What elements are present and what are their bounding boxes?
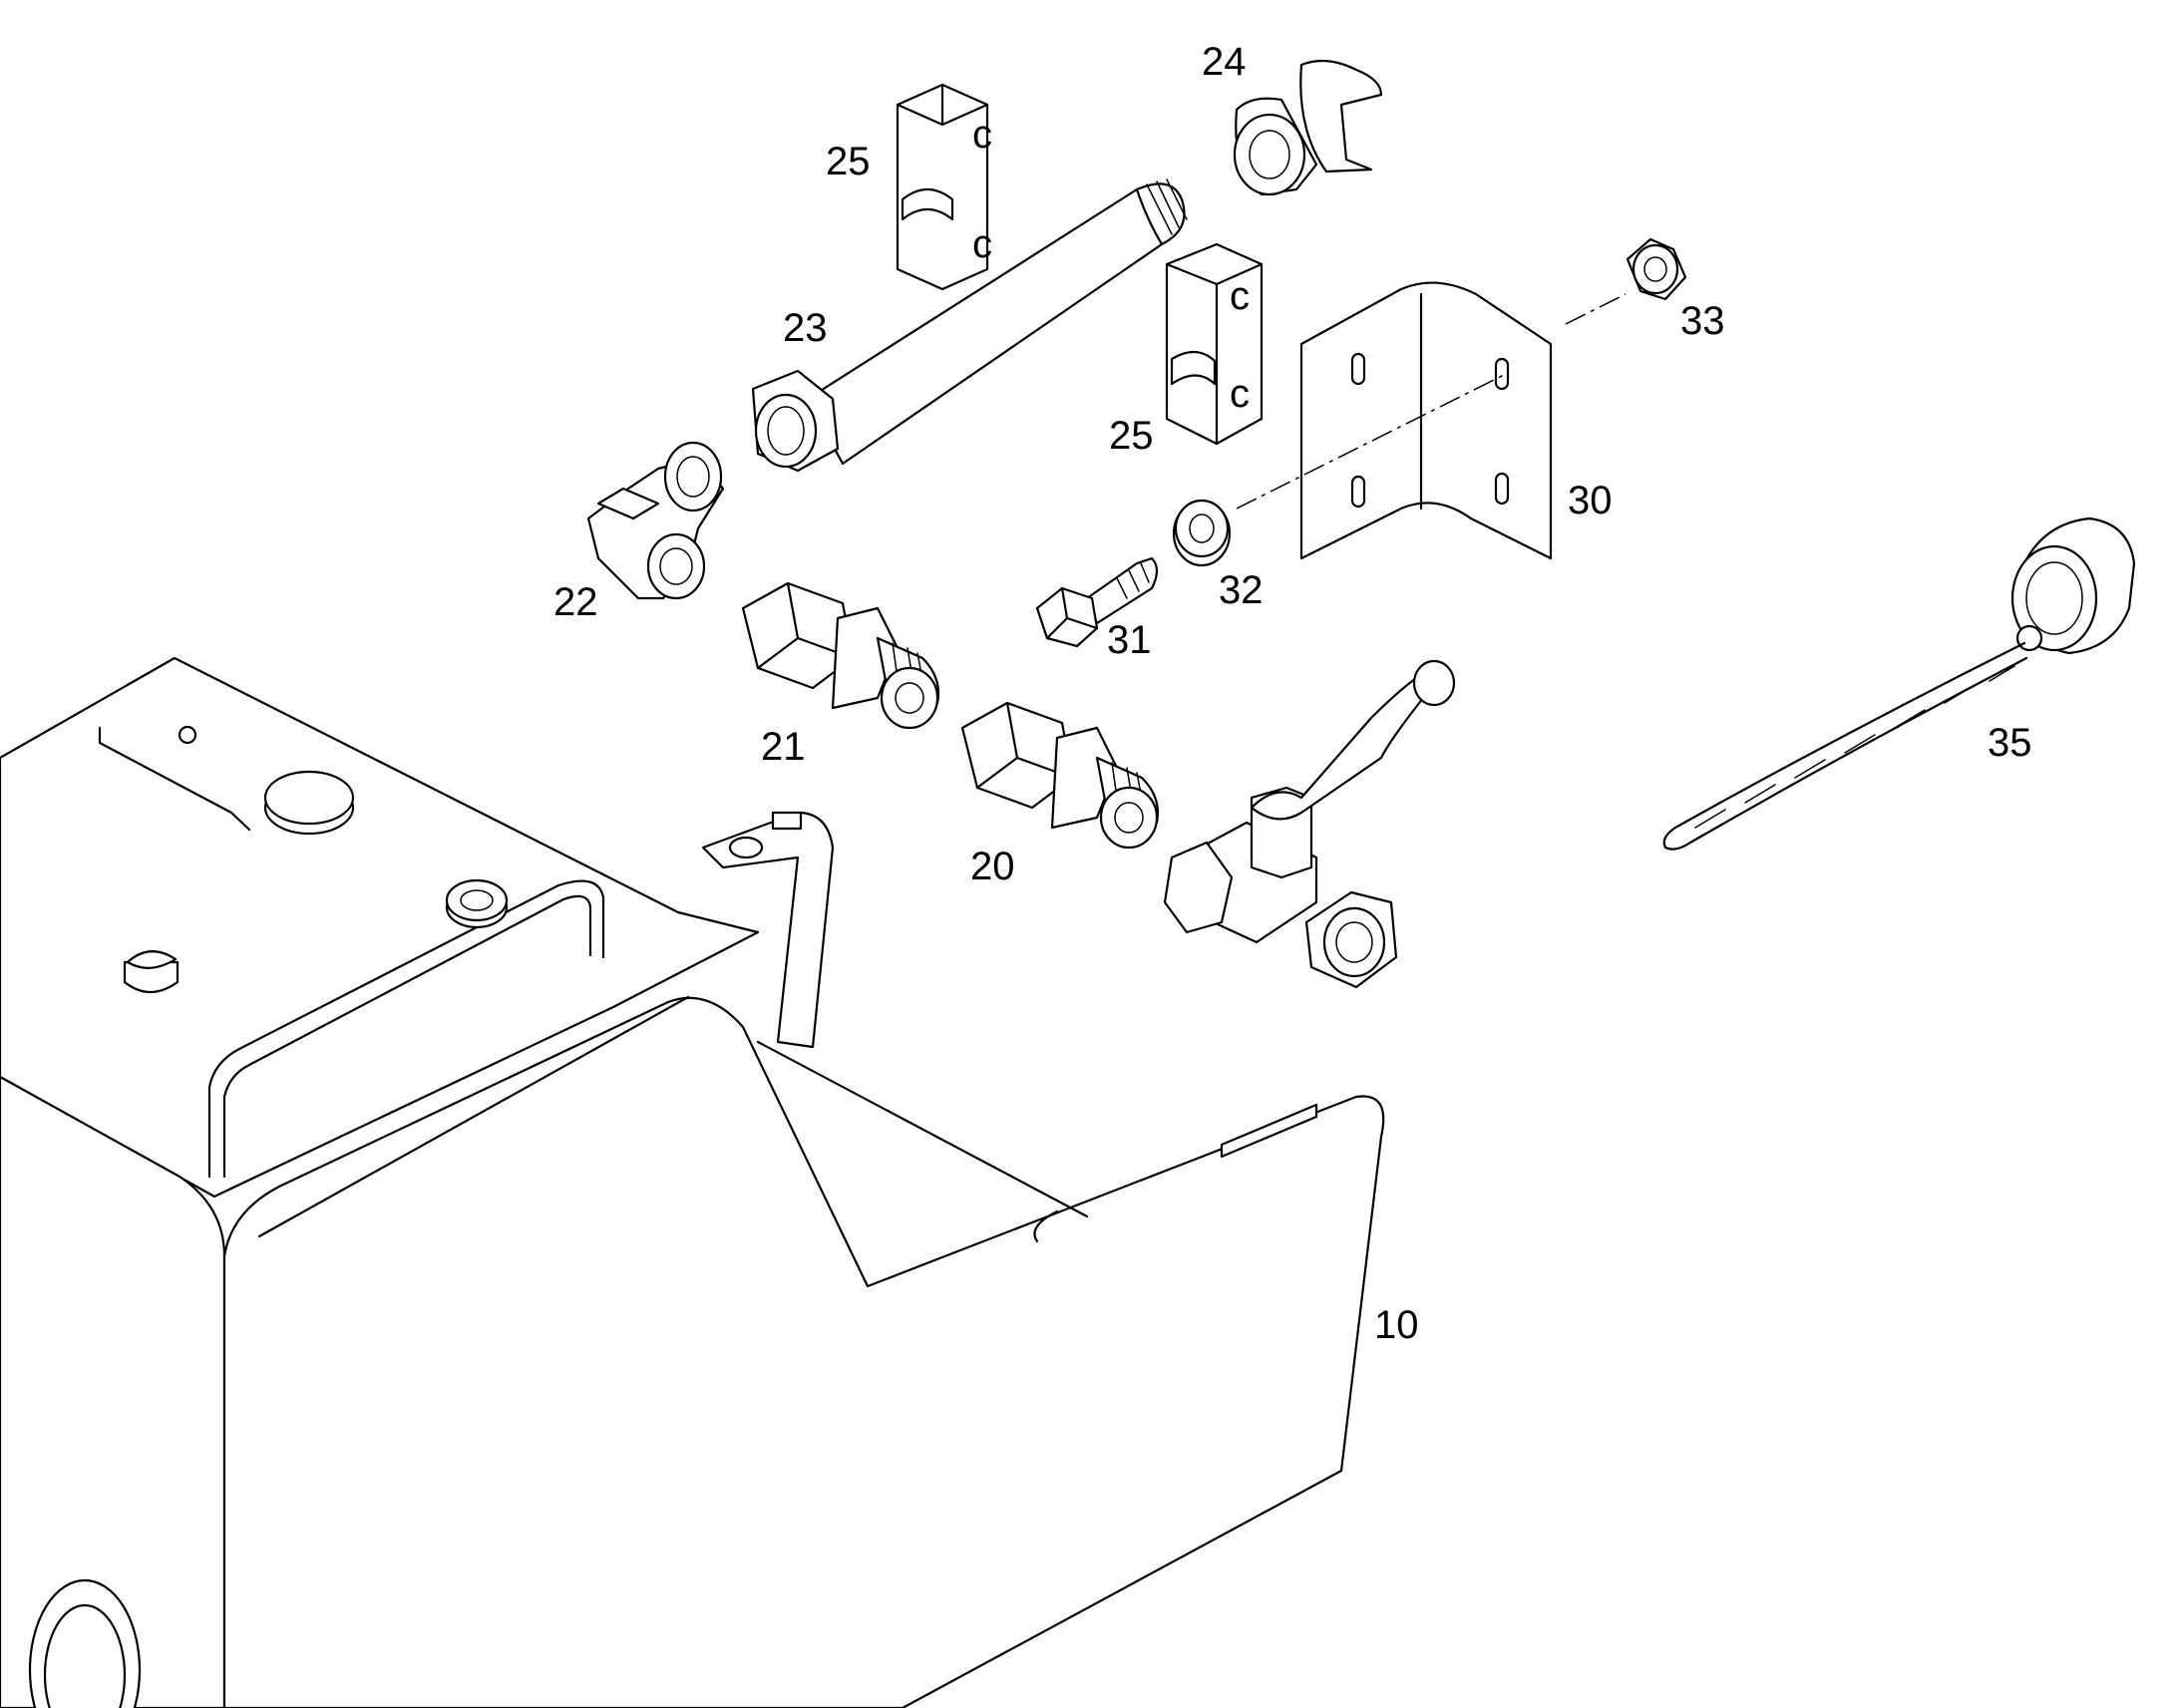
svg-text:c: c <box>972 222 992 266</box>
callout-labels: 24 25 23 33 25 30 22 32 31 21 35 20 10 <box>553 40 2032 1347</box>
callout-21: 21 <box>761 725 806 769</box>
callout-31: 31 <box>1107 618 1152 662</box>
centerline-33 <box>1565 293 1627 325</box>
callout-25-upper: 25 <box>826 140 871 183</box>
callout-32: 32 <box>1219 568 1264 612</box>
callout-30: 30 <box>1568 479 1613 522</box>
bolt-part-31 <box>1035 556 1159 648</box>
svg-text:c: c <box>1230 372 1250 416</box>
clamp-part-25-upper: c c <box>896 83 992 291</box>
callout-25-lower: 25 <box>1109 414 1154 458</box>
callout-22: 22 <box>553 580 598 624</box>
callout-33: 33 <box>1680 299 1725 343</box>
tank-part-10 <box>0 656 1385 1708</box>
ball-valve <box>1163 659 1456 989</box>
fitting-part-21 <box>741 581 940 730</box>
cap-chain-part-35 <box>1662 516 2136 851</box>
callout-20: 20 <box>970 845 1015 888</box>
nut-part-33 <box>1626 237 1687 301</box>
callout-35: 35 <box>1988 721 2032 765</box>
nut-part-24 <box>1233 59 1383 196</box>
callout-10: 10 <box>1374 1303 1419 1347</box>
callout-24: 24 <box>1202 40 1247 84</box>
pipe-part-23 <box>751 178 1188 473</box>
bracket-part-30 <box>1299 281 1553 560</box>
washer-part-32 <box>1172 499 1232 567</box>
svg-text:c: c <box>972 113 992 157</box>
fitting-part-20 <box>960 701 1160 850</box>
svg-text:c: c <box>1230 274 1250 318</box>
callout-23: 23 <box>783 306 828 350</box>
elbow-part-22 <box>586 441 725 600</box>
clamp-part-25-lower: c c <box>1165 242 1264 446</box>
centerline-32-30 <box>1236 373 1507 510</box>
